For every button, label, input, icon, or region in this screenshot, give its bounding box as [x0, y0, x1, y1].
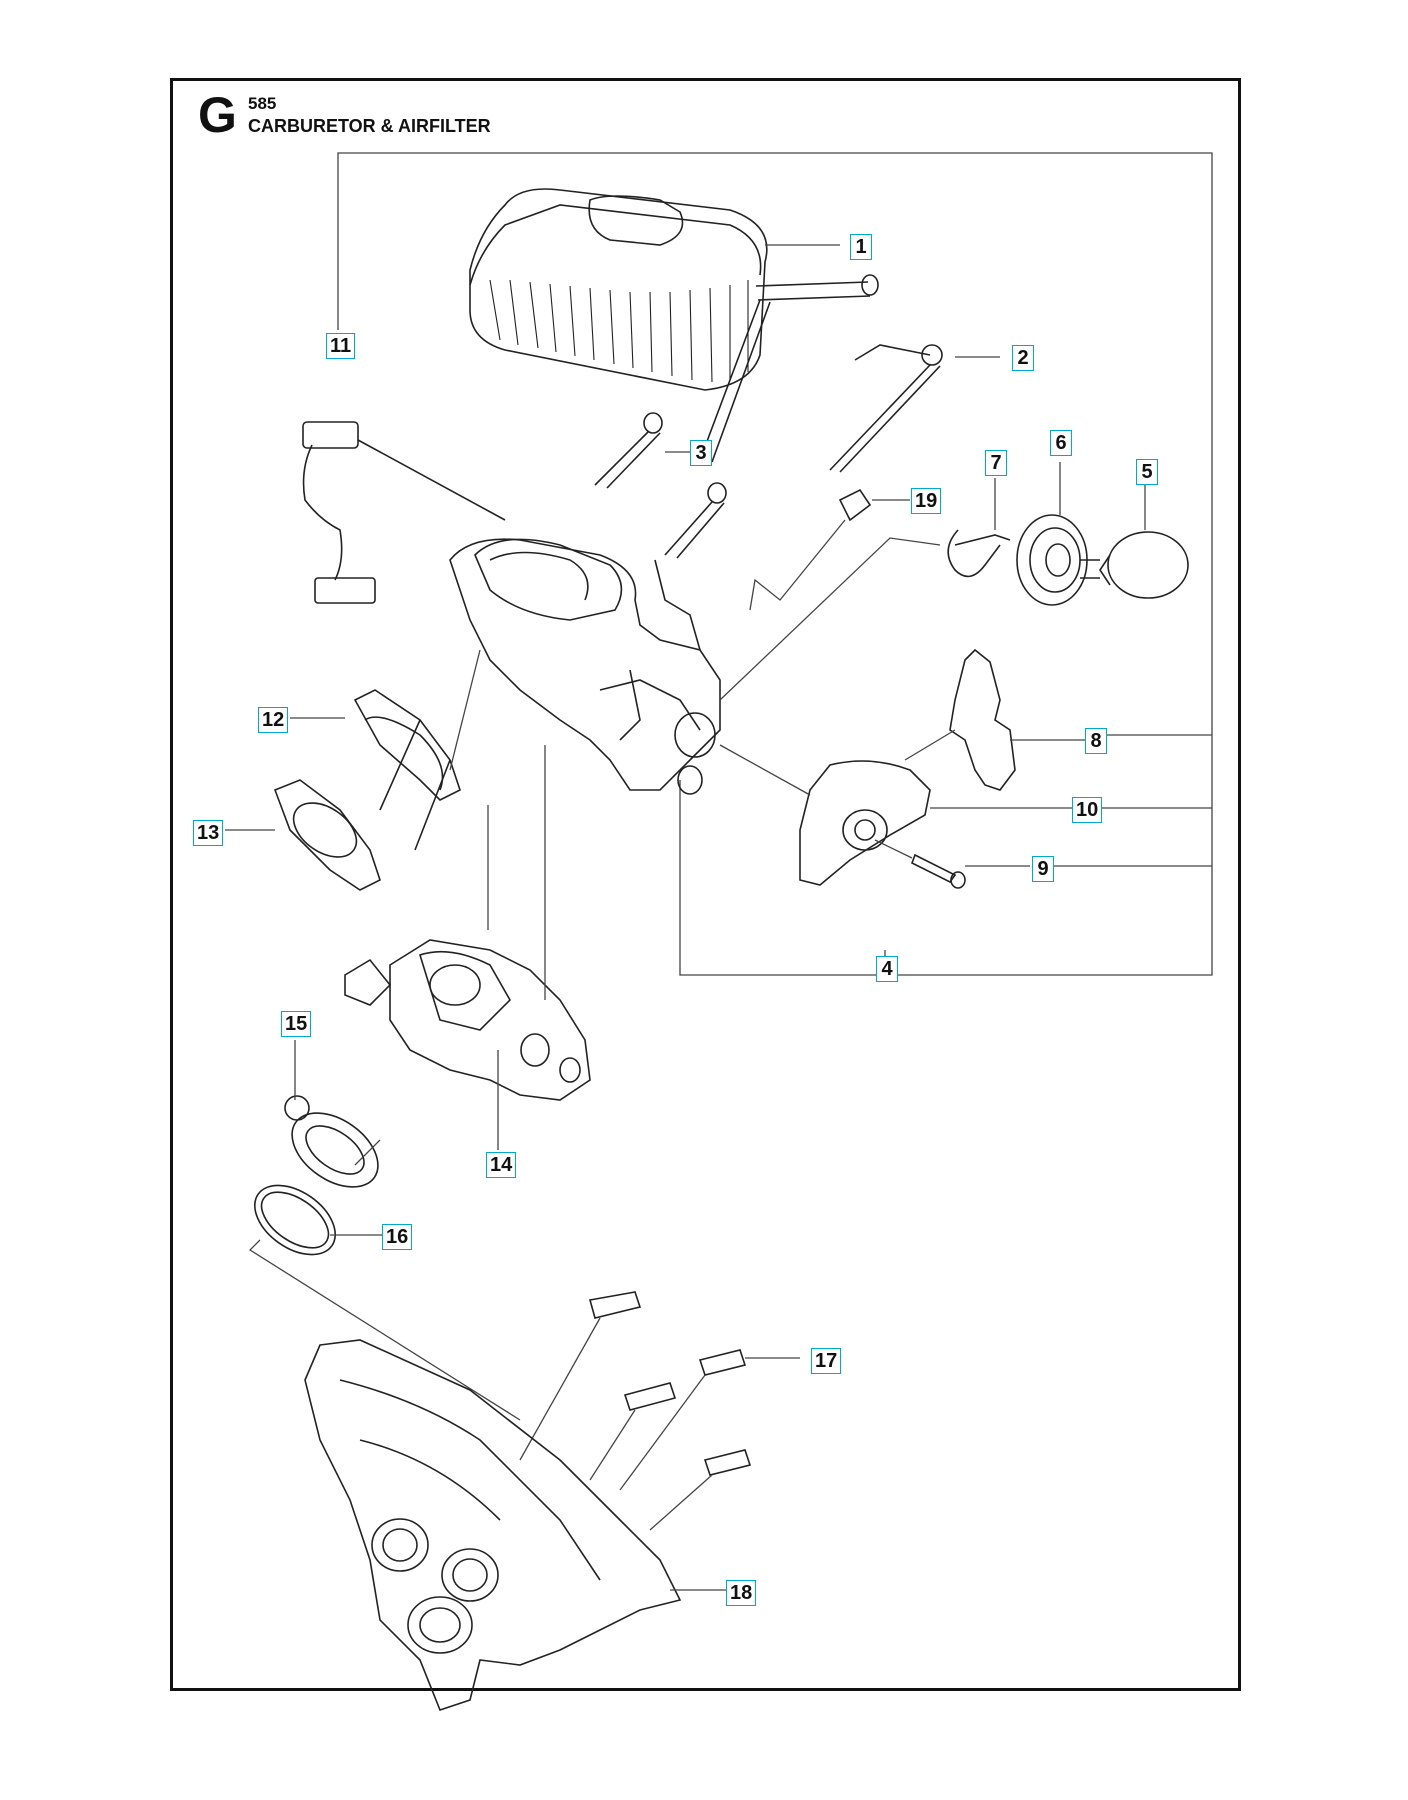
callout-5: 5 [1136, 459, 1158, 485]
intake-boot-parts [225, 649, 481, 891]
callout-12: 12 [258, 707, 289, 733]
flange-bolts [519, 1291, 800, 1531]
callout-4: 4 [876, 956, 898, 982]
air-filter-part [469, 188, 840, 391]
long-bolts [699, 274, 1000, 473]
callout-9: 9 [1032, 856, 1054, 882]
callout-6: 6 [1050, 430, 1072, 456]
airfilter-base-part [304, 1339, 728, 1711]
callout-1: 1 [850, 234, 872, 260]
flange-parts [248, 1040, 521, 1421]
callout-11: 11 [326, 333, 356, 359]
callout-15: 15 [281, 1011, 312, 1037]
callout-10: 10 [1072, 797, 1103, 823]
callout-8: 8 [1085, 728, 1107, 754]
group-lines [337, 152, 1213, 976]
model-number: 585 [248, 94, 277, 113]
callout-3: 3 [690, 440, 712, 466]
callout-13: 13 [193, 820, 224, 846]
hose-part [947, 478, 1011, 578]
callout-16: 16 [382, 1224, 413, 1250]
lever-part [904, 648, 1085, 791]
short-bolts [594, 412, 727, 559]
diagram-title: CARBURETOR & AIRFILTER [248, 116, 491, 136]
callout-2: 2 [1012, 345, 1034, 371]
section-letter: G [198, 87, 237, 143]
cam-part [719, 744, 1080, 886]
carburetor-part [344, 745, 591, 1150]
callout-17: 17 [811, 1348, 842, 1374]
primer-housing-part [1016, 462, 1088, 606]
screw-part [874, 839, 1030, 889]
sensor-cable [302, 421, 506, 604]
carburetor-housing [449, 538, 721, 795]
callout-18: 18 [726, 1580, 757, 1606]
callout-7: 7 [985, 450, 1007, 476]
diagram-frame [170, 78, 1241, 1691]
callout-19: 19 [911, 488, 942, 514]
clip-part [749, 488, 910, 611]
primer-bulb-part [1080, 485, 1189, 599]
callout-14: 14 [486, 1152, 517, 1178]
